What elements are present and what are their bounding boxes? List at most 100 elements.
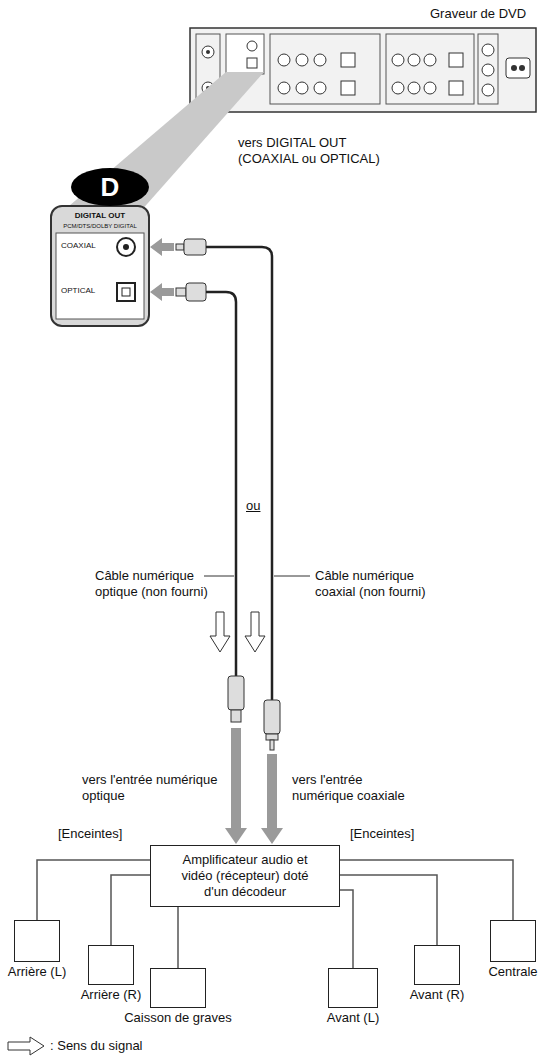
speaker-wire <box>37 860 150 920</box>
cables-part <box>206 247 272 700</box>
speaker-box: Centrale <box>490 920 536 962</box>
dvd-recorder-panel-part <box>408 82 420 94</box>
dvd-recorder-panel-part <box>270 34 380 104</box>
speaker-label: Caisson de graves <box>124 1010 232 1026</box>
dvd-recorder-panel-part <box>278 82 290 94</box>
lower-plugs-part <box>266 734 278 740</box>
caption-label: vers l'entrée numérique coaxiale <box>292 772 417 804</box>
lower-plugs-part <box>231 710 241 722</box>
dvd-recorder-panel <box>190 28 536 112</box>
jack-label: DIGITAL OUT <box>52 211 148 221</box>
dvd-recorder-panel-part <box>408 54 420 66</box>
dvd-recorder-panel-part <box>511 65 517 71</box>
dvd-recorder-panel-part <box>296 54 308 66</box>
dvd-recorder-panel-part <box>482 64 494 76</box>
coaxial-pin <box>123 244 129 250</box>
signal-arrows-part <box>210 612 230 652</box>
dvd-recorder-panel-part <box>519 65 525 71</box>
jack-plate <box>56 233 144 319</box>
dvd-recorder-panel-part <box>296 82 308 94</box>
insert-arrows-part <box>225 728 247 844</box>
caption-label: vers l'entrée numérique optique <box>82 772 227 804</box>
dvd-recorder-panel-part <box>202 46 214 58</box>
caption-label: Graveur de DVD <box>430 6 526 22</box>
lower-plugs-part <box>264 700 280 734</box>
speaker-wire <box>340 860 513 920</box>
caption-label: ou <box>246 498 260 514</box>
dvd-recorder-panel-part <box>392 82 404 94</box>
caption-label: Câble numérique optique (non fourni) <box>95 568 225 600</box>
upper-plugs-part <box>184 239 206 255</box>
dvd-recorder-panel-part <box>206 50 210 54</box>
dvd-recorder-panel-part <box>424 82 436 94</box>
lower-plugs-part <box>228 676 244 710</box>
zoom-callout <box>62 72 264 212</box>
speaker-label: Avant (R) <box>410 987 465 1003</box>
speaker-label: Avant (L) <box>327 1010 380 1026</box>
dvd-recorder-panel-part <box>392 54 404 66</box>
upper-plugs-part <box>150 238 174 256</box>
caption-label: [Enceintes] <box>350 826 414 842</box>
upper-plugs <box>150 238 206 301</box>
dvd-recorder-panel-part <box>314 54 326 66</box>
dvd-recorder-panel-part <box>247 58 257 68</box>
caption-label: [Enceintes] <box>58 826 122 842</box>
speaker-wire <box>111 875 150 945</box>
dvd-recorder-panel-part <box>278 54 290 66</box>
amplifier-box: Amplificateur audio et vidéo (récepteur)… <box>150 845 340 907</box>
caption-label: Câble numérique coaxial (non fourni) <box>315 568 455 600</box>
insert-arrows-part <box>261 754 283 844</box>
optical-port <box>122 288 130 296</box>
callout-letter: D <box>70 167 150 207</box>
jack-label: COAXIAL <box>61 241 96 251</box>
leader-lines <box>204 576 310 577</box>
speaker-box: Avant (R) <box>414 945 460 985</box>
callout-badge: D <box>70 167 150 207</box>
cables-part <box>206 292 236 676</box>
speaker-box: Avant (L) <box>328 968 378 1008</box>
signal-arrows <box>210 612 265 652</box>
dvd-recorder-panel-part <box>386 34 474 104</box>
badge-ellipse <box>71 168 149 206</box>
legend-text: : Sens du signal <box>50 1038 143 1054</box>
upper-plugs-part <box>186 283 206 301</box>
dvd-recorder-panel-part <box>226 34 264 74</box>
legend-arrow <box>8 1037 44 1055</box>
dvd-recorder-panel-part <box>314 82 326 94</box>
dvd-recorder-panel-part <box>424 54 436 66</box>
speaker-label: Arrière (L) <box>8 964 67 980</box>
insert-arrows <box>225 728 283 844</box>
dvd-recorder-panel-part <box>506 58 530 78</box>
upper-plugs-part <box>150 283 174 301</box>
dvd-recorder-panel-part <box>247 41 257 51</box>
dvd-recorder-panel-part <box>449 81 463 95</box>
speaker-box: Arrière (L) <box>14 920 60 962</box>
jack-label: PCM/DTS/DOLBY DIGITAL <box>52 222 148 230</box>
speaker-label: Arrière (R) <box>81 987 142 1003</box>
dvd-recorder-panel-part <box>341 81 355 95</box>
caption-label: vers DIGITAL OUT (COAXIAL ou OPTICAL) <box>238 135 403 167</box>
speaker-box: Arrière (R) <box>88 945 134 985</box>
lower-plugs-part <box>270 740 274 750</box>
speaker-wire <box>340 875 437 945</box>
dvd-recorder-panel-part <box>478 34 498 104</box>
upper-plugs-part <box>176 288 186 296</box>
dvd-recorder-panel-part <box>482 84 494 96</box>
dvd-recorder-panel-part <box>190 28 536 112</box>
optical-jack <box>117 283 135 301</box>
dvd-recorder-panel-part <box>482 44 494 56</box>
speaker-wire <box>177 907 179 968</box>
upper-plugs-part <box>176 244 184 250</box>
speaker-label: Centrale <box>488 964 537 980</box>
speaker-box: Caisson de graves <box>150 968 206 1008</box>
coaxial-jack <box>117 238 135 256</box>
leader-lines-part <box>274 576 310 577</box>
dvd-recorder-panel-part <box>449 53 463 67</box>
cables <box>206 247 272 700</box>
leader-lines-part <box>204 576 234 577</box>
dvd-recorder-panel-part <box>341 53 355 67</box>
connector-panel: DIGITAL OUTPCM/DTS/DOLBY DIGITALCOAXIALO… <box>50 205 150 327</box>
speaker-wire <box>340 890 353 968</box>
